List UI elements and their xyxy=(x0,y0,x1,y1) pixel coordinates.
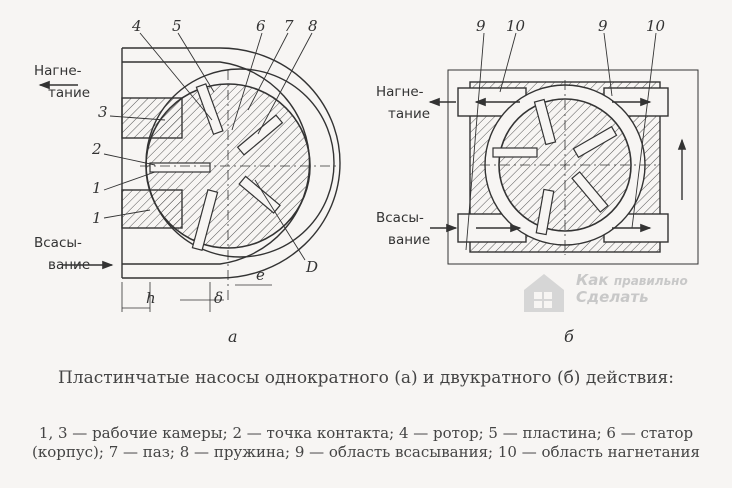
label-10b: 10 xyxy=(646,17,666,35)
label-3: 3 xyxy=(98,103,108,121)
label-4: 4 xyxy=(131,17,142,35)
label-10a: 10 xyxy=(506,17,526,35)
b-discharge-label-2: тание xyxy=(388,106,430,122)
pump-diagram: 1 1 2 3 4 5 6 7 8 D h δ e Нагне- тание В… xyxy=(34,17,699,346)
b-suction-label-2: вание xyxy=(388,232,430,248)
a-discharge-label-2: тание xyxy=(48,85,90,101)
label-1b: 1 xyxy=(92,209,102,227)
vanes-b xyxy=(492,98,618,236)
watermark-line-2: правильно xyxy=(613,274,688,288)
watermark-line-3: Сделать xyxy=(576,288,649,306)
label-6: 6 xyxy=(256,17,266,35)
label-9a: 9 xyxy=(476,17,486,35)
a-discharge-label-1: Нагне- xyxy=(34,63,82,79)
figure-caption: Пластинчатые насосы однократного (а) и д… xyxy=(57,368,674,388)
pump-single-acting xyxy=(38,32,341,312)
label-h: h xyxy=(146,289,156,307)
label-D: D xyxy=(305,258,318,276)
stator-housing xyxy=(122,47,341,279)
watermark: Как правильно Сделать xyxy=(520,268,730,318)
label-2: 2 xyxy=(91,140,102,158)
window-logo-icon xyxy=(524,274,564,312)
figure-legend: 1, 3 — рабочие камеры; 2 — точка контакт… xyxy=(31,424,701,461)
label-1: 1 xyxy=(92,179,102,197)
b-discharge-label-1: Нагне- xyxy=(376,84,424,100)
label-e: e xyxy=(256,266,265,284)
label-9b: 9 xyxy=(598,17,608,35)
b-suction-label-1: Всасы- xyxy=(376,210,424,226)
label-8: 8 xyxy=(308,17,318,35)
a-suction-label-2: вание xyxy=(48,257,90,273)
label-delta: δ xyxy=(214,289,223,307)
subfig-a-label: а xyxy=(228,327,238,346)
subfig-b-label: б xyxy=(564,327,574,346)
pump-double-acting xyxy=(428,32,699,265)
watermark-line-1: Как xyxy=(576,271,609,289)
a-suction-label-1: Всасы- xyxy=(34,235,82,251)
label-7: 7 xyxy=(284,17,294,35)
label-5: 5 xyxy=(172,17,182,35)
vanes xyxy=(149,83,284,252)
